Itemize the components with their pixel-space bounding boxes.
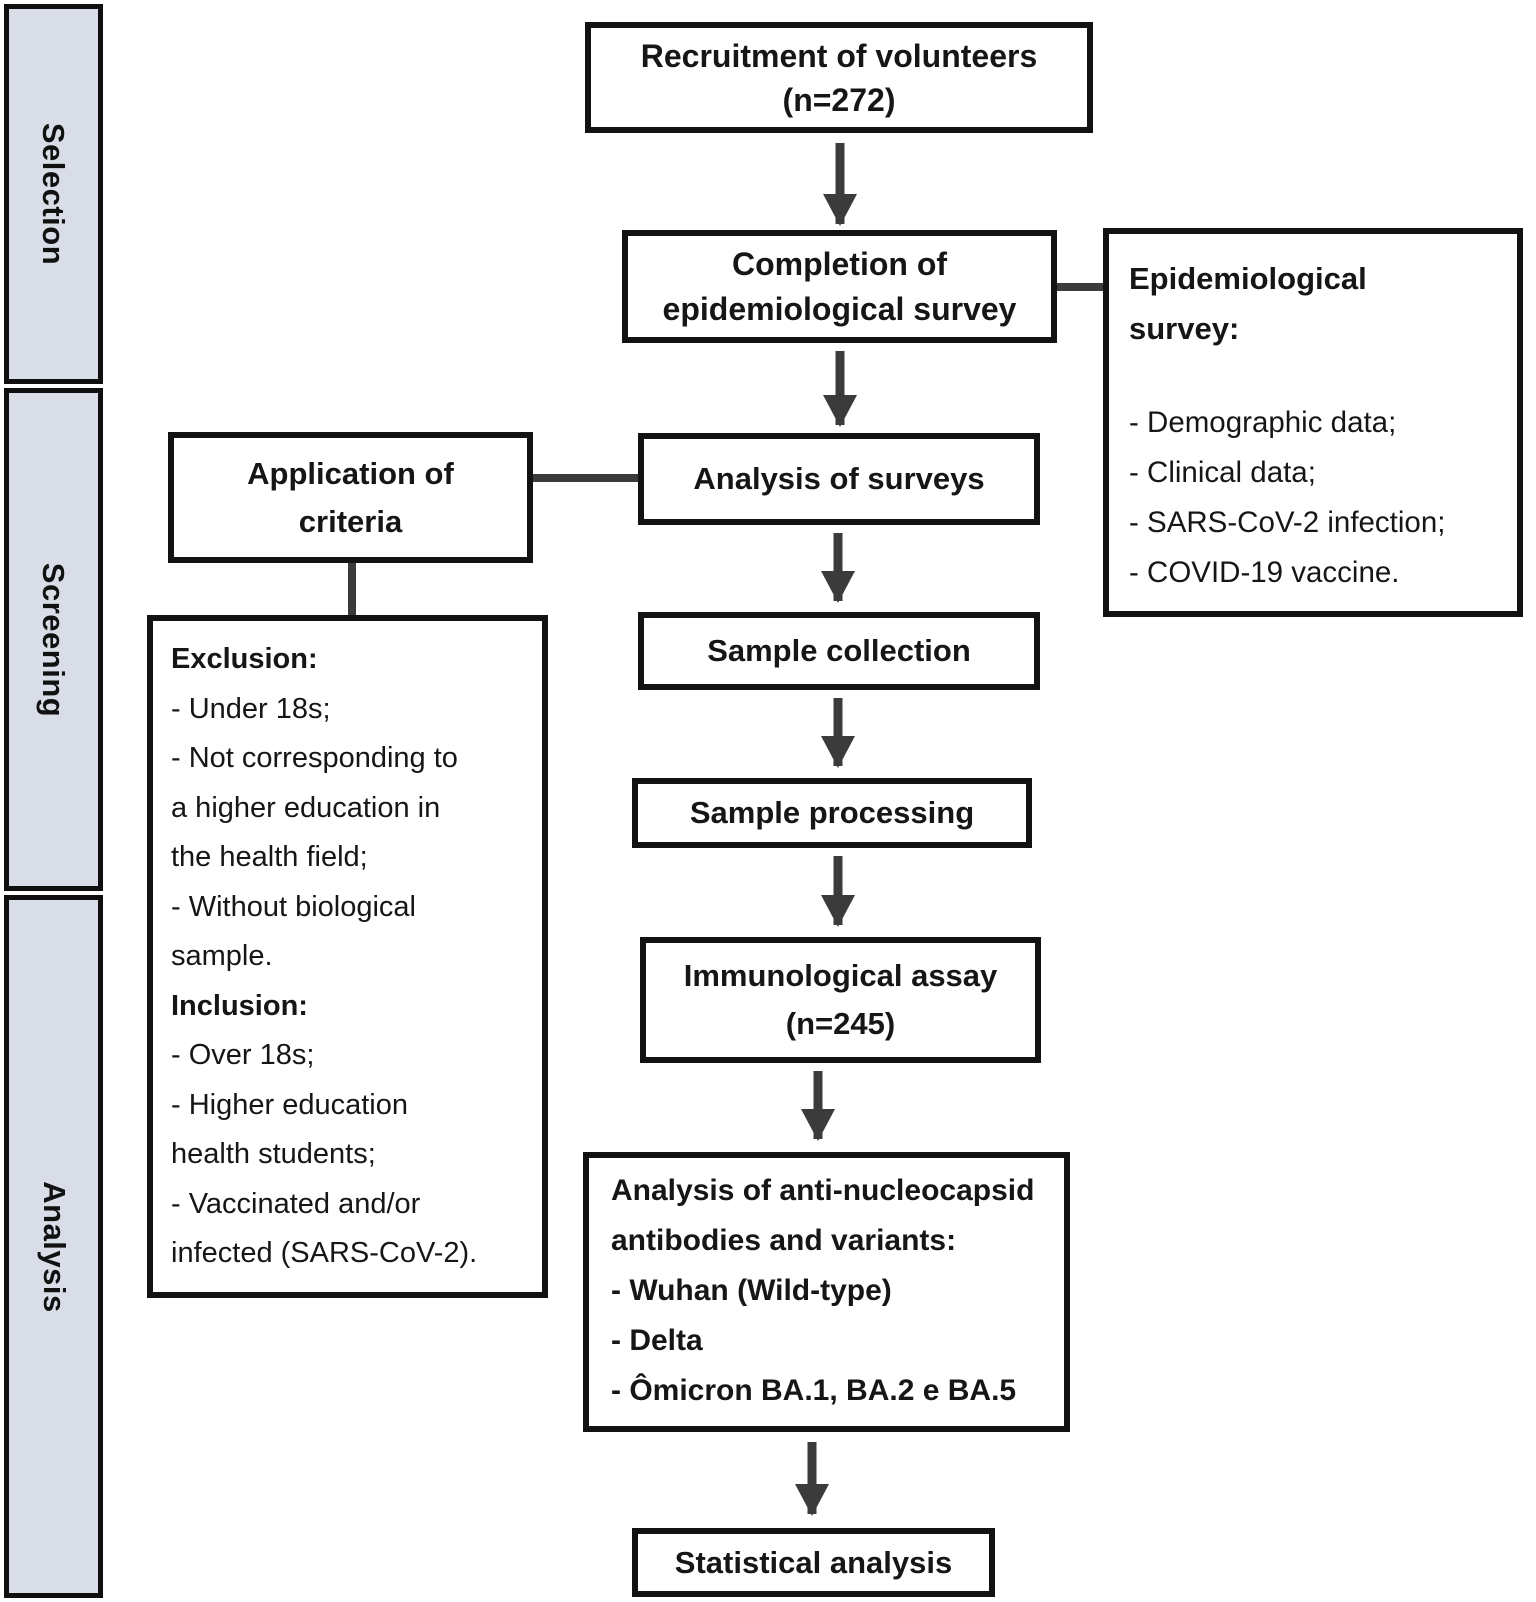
phase-label-selection: Selection [36,122,72,266]
criteria-line: the health field; [171,841,368,873]
phase-label-analysis: Analysis [36,1180,72,1313]
box-analysis-surveys-label: Analysis of surveys [693,461,985,496]
criteria-line: health students; [171,1138,376,1170]
criteria-line: - Over 18s; [171,1039,315,1071]
criteria-line: - Under 18s; [171,692,331,725]
epi-survey-item-clinical: - Clinical data; [1129,456,1316,489]
epi-survey-title: Epidemiological survey: [1129,261,1367,346]
box-anti-nucleocapsid: Analysis of anti-nucleocapsid antibodies… [583,1152,1070,1432]
epi-survey-item-vaccine: - COVID-19 vaccine. [1129,556,1400,589]
anti-nucleocapsid-title-line2: antibodies and variants: [611,1224,957,1257]
box-statistical-analysis-label: Statistical analysis [674,1544,953,1580]
variant-omicron: - Ômicron BA.1, BA.2 e BA.5 [611,1374,1017,1407]
box-recruitment-line1: Recruitment of volunteers [640,37,1038,74]
box-completion-line2: epidemiological survey [662,290,1017,327]
sidebar-phase-selection: Selection [4,4,103,384]
box-sample-collection: Sample collection [638,612,1040,690]
criteria-line: sample. [171,940,273,972]
epi-survey-item-demographic: - Demographic data; [1129,406,1397,439]
box-completion: Completion of epidemiological survey [622,230,1057,343]
box-immuno-assay: Immunological assay (n=245) [640,937,1041,1063]
epi-survey-item-infection: - SARS-CoV-2 infection; [1129,506,1446,539]
box-immuno-assay-count: (n=245) [785,1006,896,1041]
box-application-line2: criteria [298,503,403,539]
criteria-line: infected (SARS-CoV-2). [171,1237,478,1269]
criteria-line: - Not corresponding to [171,742,458,774]
criteria-line: a higher education in [171,791,441,824]
sidebar-phase-screening: Screening [4,388,103,891]
box-application-line1: Application of [247,455,454,491]
variant-wuhan: - Wuhan (Wild-type) [611,1274,892,1307]
box-application-criteria: Application of criteria [168,432,533,563]
criteria-line: - Without biological [171,890,416,923]
variant-delta: - Delta [611,1324,703,1357]
box-immuno-assay-line1: Immunological assay [683,958,998,993]
criteria-exclusion-heading: Exclusion: [171,643,318,675]
sidebar-phase-analysis: Analysis [4,895,103,1598]
box-epi-survey: Epidemiological survey: - Demographic da… [1103,228,1523,617]
box-criteria-list: Exclusion: - Under 18s; - Not correspond… [147,615,548,1298]
box-statistical-analysis: Statistical analysis [632,1528,995,1597]
box-completion-line1: Completion of [731,245,948,282]
phase-label-screening: Screening [36,562,72,717]
box-recruitment-count: (n=272) [782,81,896,118]
box-sample-processing-label: Sample processing [689,795,975,830]
anti-nucleocapsid-title-line1: Analysis of anti-nucleocapsid [611,1174,1035,1207]
epi-survey-spacer [1129,354,1517,398]
box-sample-processing: Sample processing [632,778,1032,848]
criteria-inclusion-heading: Inclusion: [171,989,308,1022]
criteria-line: - Higher education [171,1088,408,1121]
box-analysis-surveys: Analysis of surveys [638,433,1040,525]
box-sample-collection-label: Sample collection [707,633,971,668]
criteria-line: - Vaccinated and/or [171,1187,421,1220]
box-recruitment: Recruitment of volunteers (n=272) [585,22,1093,133]
